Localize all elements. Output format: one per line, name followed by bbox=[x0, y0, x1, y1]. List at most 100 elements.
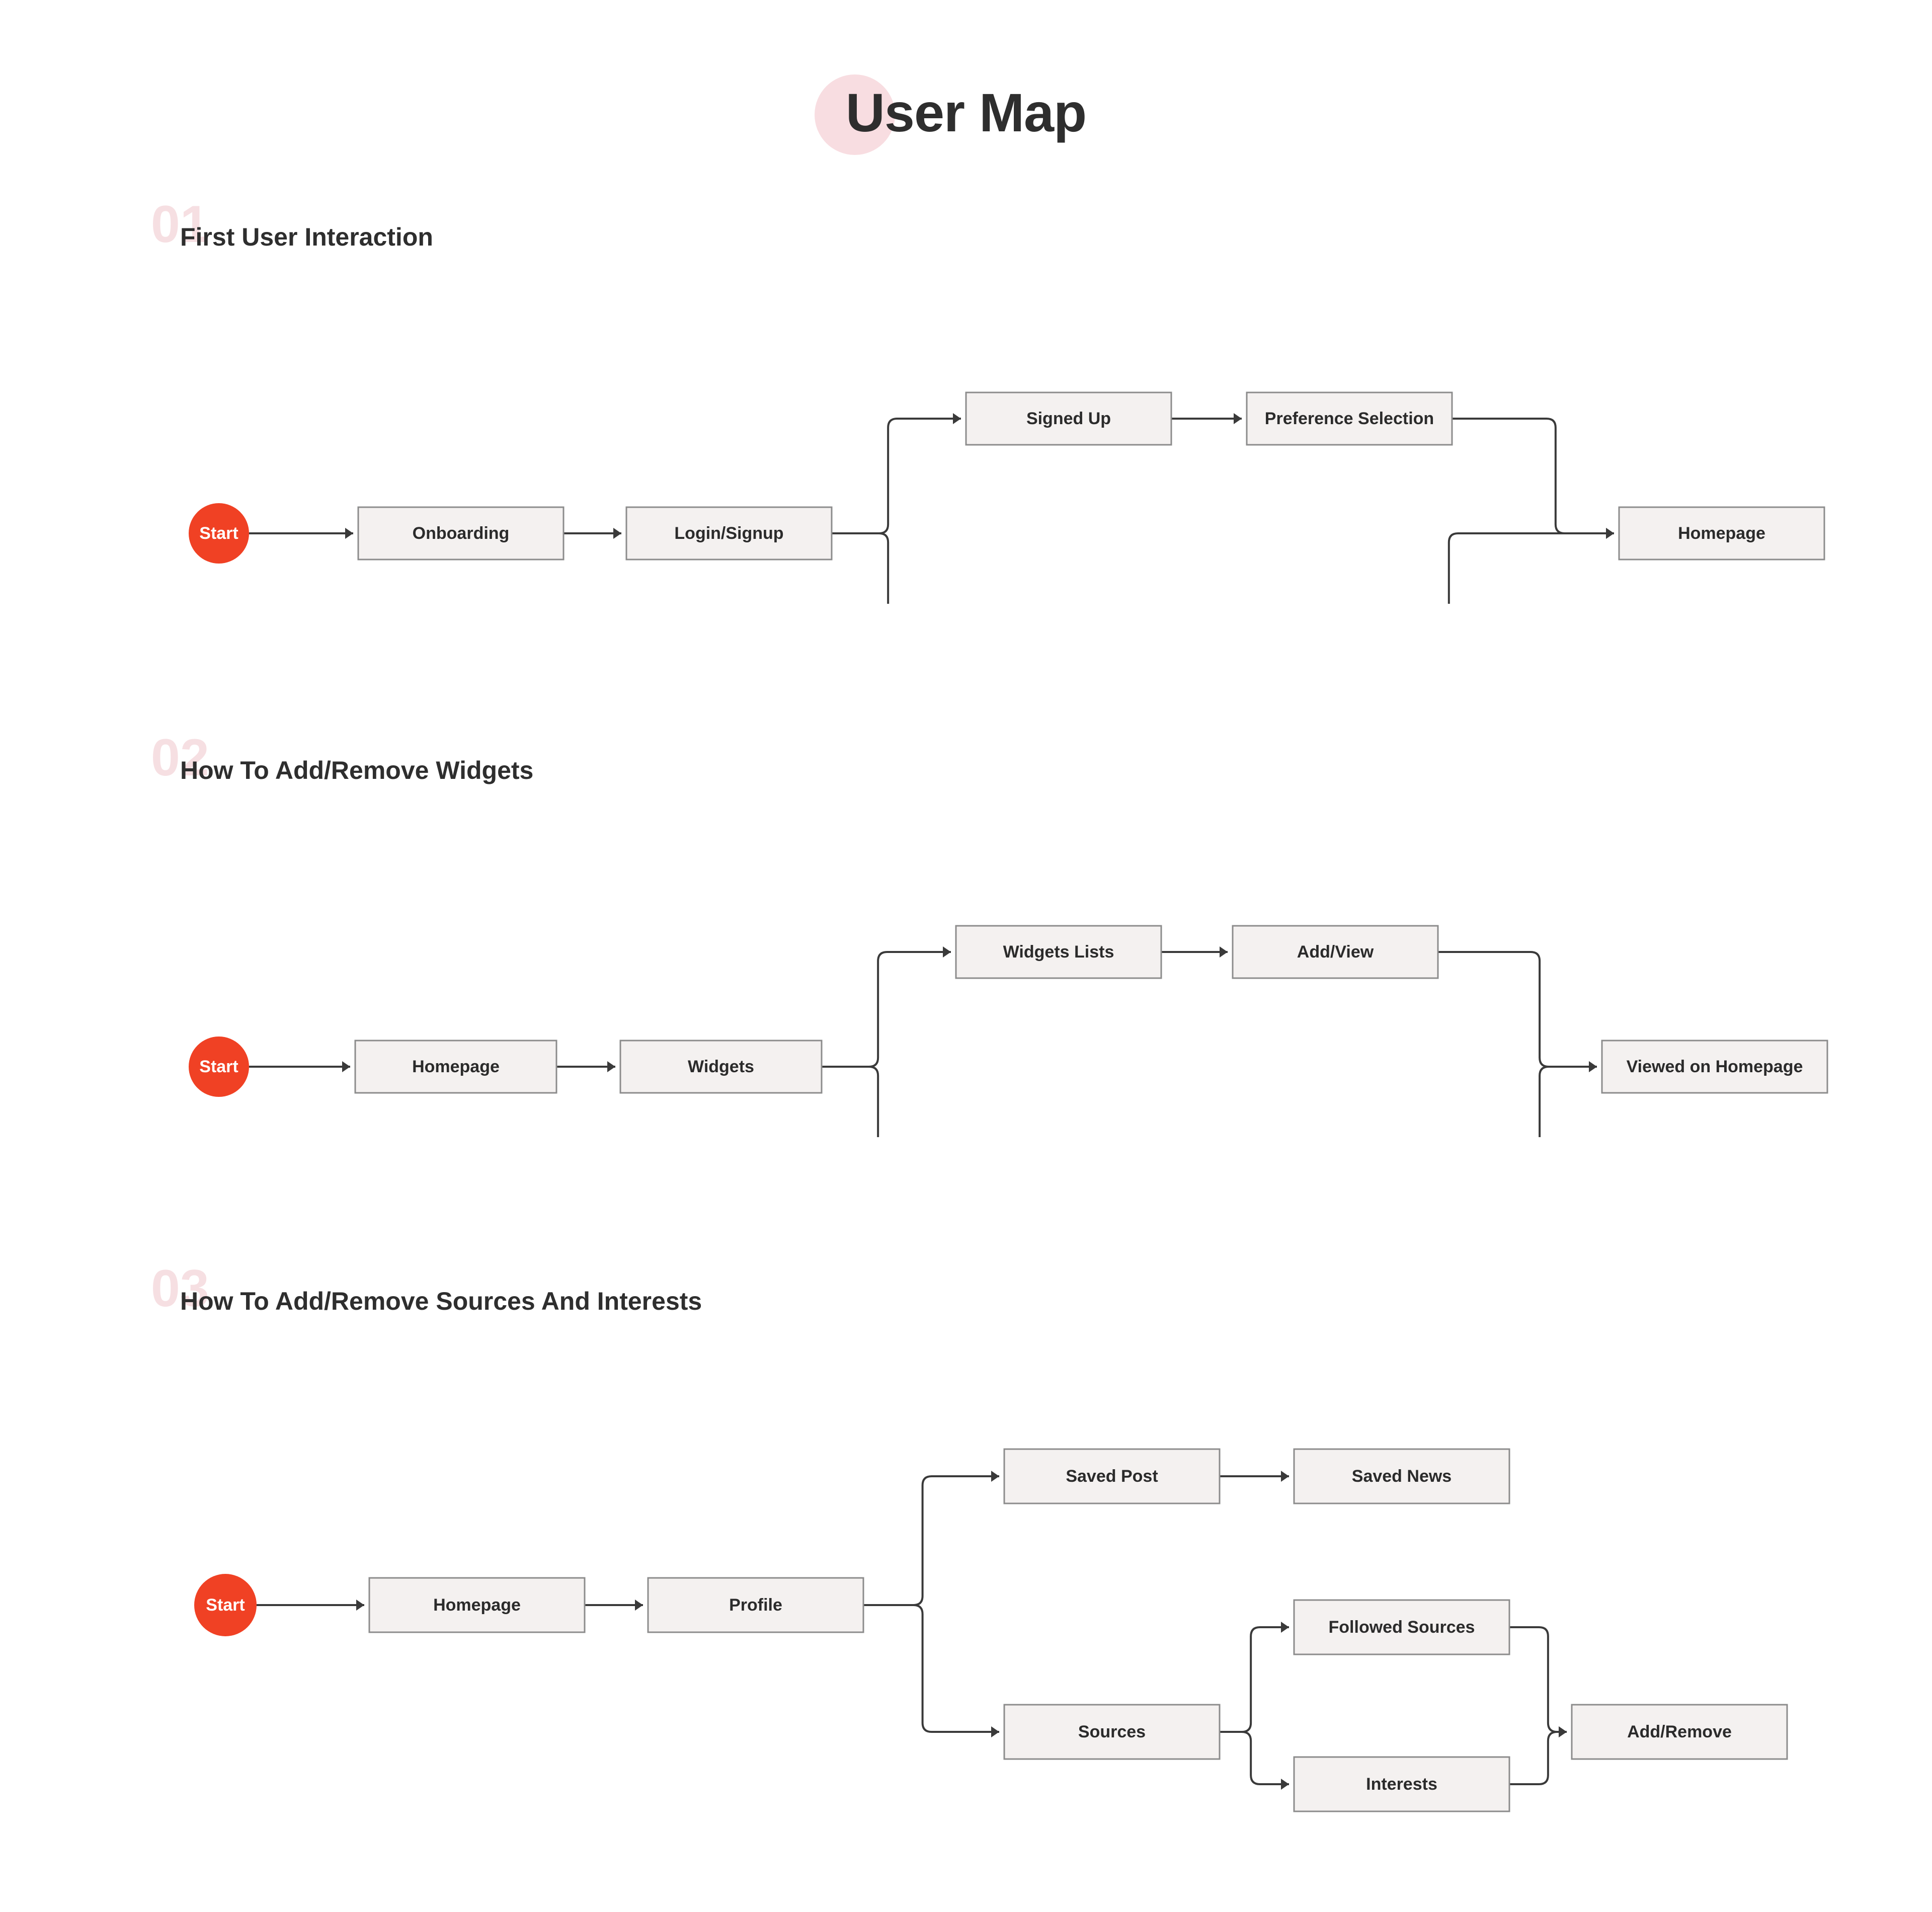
edge-connector bbox=[1220, 1626, 1289, 1733]
edge-arrowhead bbox=[943, 946, 951, 958]
edge-arrowhead bbox=[1606, 528, 1614, 539]
edge-connector bbox=[832, 418, 961, 534]
flow-node[interactable]: Followed Sources bbox=[1293, 1599, 1510, 1655]
flow-node-label: Saved News bbox=[1352, 1467, 1452, 1486]
flow-node-box[interactable] bbox=[647, 1577, 864, 1633]
flow-node-box[interactable] bbox=[1232, 925, 1439, 979]
edge-arrowhead bbox=[1220, 946, 1228, 958]
edge-arrowhead bbox=[991, 1726, 999, 1737]
edge-arrowhead bbox=[1281, 1471, 1289, 1482]
edge-connector bbox=[1539, 1066, 1597, 1137]
page-title-area: User Map bbox=[0, 74, 1932, 155]
flow-node[interactable]: Login/Signup bbox=[625, 506, 833, 561]
flow-node-box[interactable] bbox=[1293, 1756, 1510, 1812]
flow-node-box[interactable] bbox=[1246, 391, 1453, 446]
flow-diagram-03: Start Homepage Profile Saved Post Saved News… bbox=[194, 1448, 1788, 1812]
flow-node-label: Followed Sources bbox=[1329, 1618, 1475, 1637]
section-number: 02 bbox=[151, 729, 209, 787]
flow-node-label: Homepage bbox=[433, 1596, 521, 1615]
start-node-circle[interactable] bbox=[189, 503, 249, 564]
flow-node-label: Homepage bbox=[1678, 524, 1765, 543]
flow-node-box[interactable] bbox=[1618, 506, 1825, 561]
flow-node-box[interactable] bbox=[1003, 1448, 1221, 1504]
edge-connector bbox=[822, 951, 951, 1068]
edge-connector bbox=[822, 1066, 879, 1137]
flow-node-label: Start bbox=[206, 1596, 245, 1615]
section-title: First User Interaction bbox=[180, 223, 433, 251]
flow-node-label: Start bbox=[199, 524, 238, 543]
flow-node[interactable]: Viewed on Homepage bbox=[1601, 1040, 1828, 1094]
edge-connector bbox=[1220, 1731, 1289, 1785]
flow-diagram-02: Start Homepage Widgets Widgets Lists Add/Vie… bbox=[189, 925, 1828, 1137]
flow-node[interactable]: Sources bbox=[1003, 1704, 1221, 1760]
flow-node-label: Widgets bbox=[688, 1057, 754, 1076]
flow-node-box[interactable] bbox=[357, 506, 565, 561]
edge-arrowhead bbox=[1589, 1061, 1597, 1072]
flow-node-label: Homepage bbox=[412, 1057, 500, 1076]
title-decor-circle bbox=[814, 74, 895, 155]
edge-connector bbox=[863, 1604, 999, 1733]
flow-node[interactable]: Start bbox=[194, 1574, 257, 1636]
flow-node-label: Preference Selection bbox=[1265, 409, 1434, 428]
flow-node[interactable]: Add/View bbox=[1232, 925, 1439, 979]
edge-arrowhead bbox=[607, 1061, 615, 1072]
flow-node[interactable]: Homepage bbox=[354, 1040, 557, 1094]
edge-arrowhead bbox=[1559, 1726, 1567, 1737]
flow-node-box[interactable] bbox=[1293, 1448, 1510, 1504]
start-node-circle[interactable] bbox=[194, 1574, 257, 1636]
flow-node[interactable]: Homepage bbox=[1618, 506, 1825, 561]
flow-node-label: Add/View bbox=[1297, 942, 1374, 962]
edge-arrowhead bbox=[613, 528, 621, 539]
flow-node-label: Viewed on Homepage bbox=[1627, 1057, 1803, 1076]
flow-node-box[interactable] bbox=[1293, 1599, 1510, 1655]
edge-arrowhead bbox=[1234, 413, 1242, 424]
section-title: How To Add/Remove Widgets bbox=[180, 756, 534, 784]
edge-arrowhead bbox=[635, 1600, 643, 1611]
flow-node-box[interactable] bbox=[368, 1577, 586, 1633]
flow-node[interactable]: Preference Selection bbox=[1246, 391, 1453, 446]
flow-node-label: Onboarding bbox=[413, 524, 510, 543]
edge-arrowhead bbox=[991, 1471, 999, 1482]
flow-node[interactable]: Profile bbox=[647, 1577, 864, 1633]
flow-node[interactable]: Widgets Lists bbox=[955, 925, 1162, 979]
flow-node[interactable]: Interests bbox=[1293, 1756, 1510, 1812]
flow-node[interactable]: Saved Post bbox=[1003, 1448, 1221, 1504]
flow-node-label: Add/Remove bbox=[1627, 1722, 1732, 1741]
flow-node[interactable]: Start bbox=[189, 1037, 249, 1097]
flow-node-label: Interests bbox=[1366, 1775, 1437, 1794]
flow-node-box[interactable] bbox=[619, 1040, 823, 1094]
edge-connector bbox=[1509, 1731, 1567, 1785]
flow-node-label: Widgets Lists bbox=[1003, 942, 1114, 962]
flow-node-label: Start bbox=[199, 1057, 238, 1076]
flow-node-box[interactable] bbox=[1601, 1040, 1828, 1094]
edge-arrowhead bbox=[1281, 1622, 1289, 1633]
section-number: 01 bbox=[151, 195, 209, 254]
edge-arrowhead bbox=[342, 1061, 350, 1072]
flow-node[interactable]: Homepage bbox=[368, 1577, 586, 1633]
flow-node-box[interactable] bbox=[955, 925, 1162, 979]
flow-node-label: Profile bbox=[729, 1596, 782, 1615]
flow-node[interactable]: Start bbox=[189, 503, 249, 564]
flow-node[interactable]: Saved News bbox=[1293, 1448, 1510, 1504]
flow-node-box[interactable] bbox=[1571, 1704, 1788, 1760]
edge-connector bbox=[863, 1475, 999, 1606]
edge-arrowhead bbox=[345, 528, 353, 539]
flow-node[interactable]: Onboarding bbox=[357, 506, 565, 561]
flow-node-label: Signed Up bbox=[1026, 409, 1111, 428]
edge-arrowhead bbox=[1281, 1779, 1289, 1790]
flow-node-box[interactable] bbox=[965, 391, 1172, 446]
section-number: 03 bbox=[151, 1259, 209, 1318]
flow-node[interactable]: Signed Up bbox=[965, 391, 1172, 446]
edge-arrowhead bbox=[953, 413, 961, 424]
flow-node-box[interactable] bbox=[354, 1040, 557, 1094]
flow-node-box[interactable] bbox=[625, 506, 833, 561]
flow-diagram-01: Start Onboarding Login/Signup Signed Up Pref… bbox=[189, 391, 1825, 604]
start-node-circle[interactable] bbox=[189, 1037, 249, 1097]
page-title: User Map bbox=[845, 82, 1087, 143]
flow-node-box[interactable] bbox=[1003, 1704, 1221, 1760]
flow-node[interactable]: Add/Remove bbox=[1571, 1704, 1788, 1760]
flow-node-label: Sources bbox=[1078, 1722, 1146, 1741]
flow-node-label: Login/Signup bbox=[674, 524, 783, 543]
flow-node[interactable]: Widgets bbox=[619, 1040, 823, 1094]
edge-connector bbox=[1438, 951, 1597, 1068]
